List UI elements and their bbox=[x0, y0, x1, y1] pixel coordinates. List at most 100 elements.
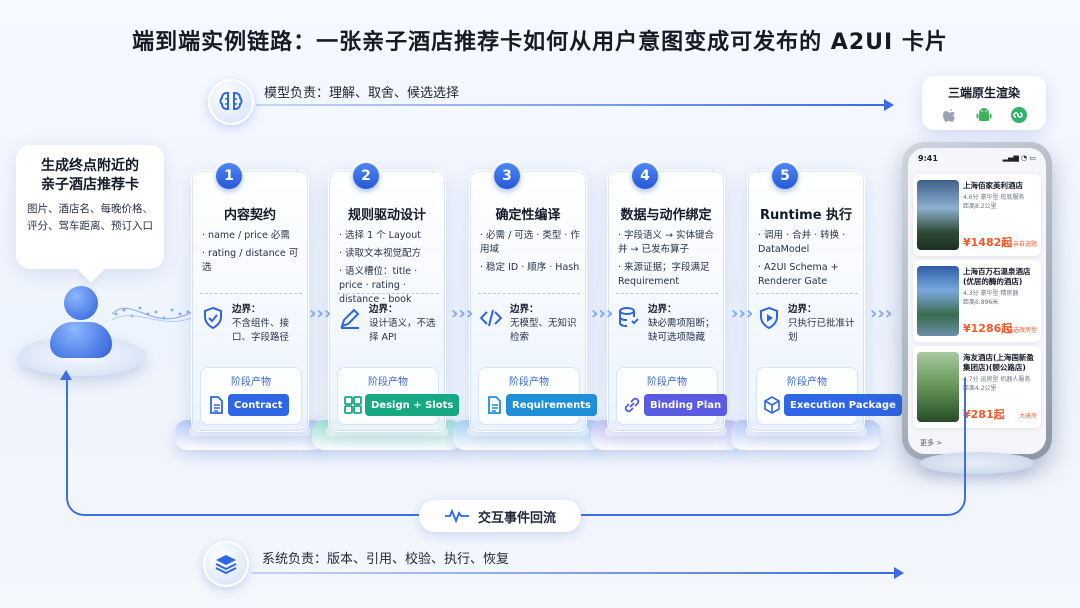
stage-number: 2 bbox=[353, 163, 379, 189]
user-request-bubble: 生成终点附近的 亲子酒店推荐卡 图片、酒店名、每晚价格、 评分、驾车距离、预订入… bbox=[16, 145, 164, 269]
user-request-title-2: 亲子酒店推荐卡 bbox=[41, 177, 139, 193]
stage-product-pill: Execution Package bbox=[784, 394, 902, 416]
stage-number: 4 bbox=[632, 163, 658, 189]
stage-bullets: name / price 必需 rating / distance 可选 bbox=[202, 229, 306, 279]
stage-title: 内容契约 bbox=[223, 208, 276, 223]
document-icon bbox=[206, 395, 226, 415]
shield-icon bbox=[200, 305, 226, 331]
stage-boundary: 边界： 设计语义，不选择 API bbox=[337, 301, 443, 359]
stage-product-label: 阶段产物 bbox=[787, 377, 827, 388]
user-avatar-body bbox=[50, 322, 112, 358]
hotel-name: 上海百万石温泉酒店(优居的酶的酒店) bbox=[963, 267, 1031, 286]
stage-bullet: name / price 必需 bbox=[202, 229, 306, 243]
more-link[interactable]: 更多 > bbox=[920, 439, 943, 447]
stage-bullet: 字段语义 → 实体键合并 → 已发布算子 bbox=[618, 229, 722, 257]
stage-bullets: 选择 1 个 Layout读取文本视觉配方语义槽位：title · price … bbox=[339, 229, 443, 311]
hotel-distance: 距离8.2公里 bbox=[963, 203, 997, 210]
flow-chevron: ››› bbox=[870, 303, 893, 324]
stage-number: 1 bbox=[216, 163, 242, 189]
stage-product-pill: Requirements bbox=[506, 394, 597, 416]
stage-product: 阶段产物 Requirements bbox=[478, 367, 597, 425]
stage-product-label: 阶段产物 bbox=[368, 377, 408, 388]
stage-bullet: 选择 1 个 Layout bbox=[339, 229, 443, 243]
stage-title: 确定性编译 bbox=[495, 208, 561, 223]
stage-bullet: 语义槽位：title · price · rating · distance ·… bbox=[339, 265, 443, 307]
cube-icon bbox=[762, 395, 782, 415]
pen-icon bbox=[337, 305, 363, 331]
phone-screen: 9:41 ▂▄▆ ◔ ▭ 上海佰家美利酒店 4.6分 豪华型 班底服务 距离8.… bbox=[908, 148, 1046, 454]
hotel-distance: 距离4.2公里 bbox=[963, 385, 997, 392]
stage-product-pill: Binding Plan bbox=[644, 394, 728, 416]
flow-chevron: ››› bbox=[451, 303, 474, 324]
brain-icon bbox=[208, 79, 254, 125]
system-flow-line bbox=[252, 572, 896, 574]
stage-bullets: 必需 / 可选 · 类型 · 作用域稳定 ID · 顺序 · Hash bbox=[480, 229, 584, 279]
stage-title: 规则驱动设计 bbox=[347, 208, 426, 223]
stage-boundary: 边界： 缺必需项阻断；缺可选项隐藏 bbox=[616, 301, 722, 359]
system-flow-arrow bbox=[894, 567, 904, 579]
hotel-rating: 4.7分 运房型 机器人服务 bbox=[963, 376, 1031, 383]
phone-mockup: 9:41 ▂▄▆ ◔ ▭ 上海佰家美利酒店 4.6分 豪华型 班底服务 距离8.… bbox=[902, 142, 1052, 460]
stage-card-2: 2 规则驱动设计 选择 1 个 Layout读取文本视觉配方语义槽位：title… bbox=[328, 163, 460, 432]
stage-card-4: 4 数据与动作绑定 字段语义 → 实体键合并 → 已发布算子来源证据；字段满足 … bbox=[607, 163, 728, 432]
stage-bullet: 来源证据；字段满足 Requirement bbox=[618, 261, 722, 289]
stage-product-label: 阶段产物 bbox=[647, 377, 687, 388]
miniprogram-icon bbox=[1011, 107, 1027, 123]
feedback-loop-line bbox=[66, 378, 966, 516]
stage-title: Runtime 执行 bbox=[759, 208, 853, 223]
page-title: 端到端实例链路：一张亲子酒店推荐卡如何从用户意图变成可发布的 A2UI 卡片 bbox=[132, 30, 948, 55]
stage-boundary-text: 只执行已批准计划 bbox=[788, 318, 855, 343]
user-request-title-1: 生成终点附近的 bbox=[41, 158, 139, 174]
stage-boundary-text: 不含组件、接口、字段路径 bbox=[232, 318, 290, 343]
user-request-desc-2: 评分、驾车距离、预订入口 bbox=[27, 220, 153, 232]
hotel-tag: 大床房 bbox=[1018, 413, 1037, 420]
stage-card-5: 5 Runtime 执行 调用 · 合并 · 转换 · DataModelA2U… bbox=[747, 163, 902, 432]
stage-divider bbox=[337, 293, 439, 294]
stage-boundary-label: 边界： bbox=[232, 304, 261, 315]
grid-icon bbox=[343, 395, 363, 415]
hotel-name: 上海佰家美利酒店 bbox=[963, 181, 1023, 190]
feedback-loop-pill: 交互事件回流 bbox=[419, 500, 581, 532]
hotel-name: 海友酒店(上海国新盈集团店)(颐公路店) bbox=[963, 353, 1034, 372]
model-flow-arrow bbox=[884, 99, 894, 111]
stage-product-label: 阶段产物 bbox=[231, 377, 271, 388]
stage-boundary-label: 边界： bbox=[788, 304, 817, 315]
status-time: 9:41 bbox=[918, 154, 938, 163]
stage-product-label: 阶段产物 bbox=[509, 377, 549, 388]
user-avatar bbox=[64, 286, 98, 320]
stage-boundary-text: 缺必需项阻断；缺可选项隐藏 bbox=[648, 318, 715, 343]
stage-boundary: 边界： 只执行已批准计划 bbox=[756, 301, 862, 359]
document-icon bbox=[484, 395, 504, 415]
status-icons: ▂▄▆ ◔ ▭ bbox=[1002, 154, 1036, 162]
android-icon bbox=[976, 108, 992, 121]
hotel-tag: 猫选改房型 bbox=[1006, 327, 1037, 334]
stage-number: 3 bbox=[494, 163, 520, 189]
stage-divider bbox=[200, 293, 302, 294]
hotel-image bbox=[917, 180, 959, 250]
stage-boundary-label: 边界： bbox=[510, 304, 539, 315]
flow-chevron: ››› bbox=[591, 303, 614, 324]
data-stream-icon bbox=[112, 306, 192, 322]
stage-bullet: 必需 / 可选 · 类型 · 作用域 bbox=[480, 229, 584, 257]
stage-bullet: A2UI Schema + Renderer Gate bbox=[758, 261, 862, 289]
hotel-card[interactable]: 上海百万石温泉酒店(优居的酶的酒店) 4.3分 豪华型 精房器 距离6.896米… bbox=[913, 260, 1041, 342]
hotel-card[interactable]: 海友酒店(上海国新盈集团店)(颐公路店) 4.7分 运房型 机器人服务 距离4.… bbox=[913, 346, 1041, 428]
link-icon bbox=[622, 395, 642, 415]
hotel-card[interactable]: 上海佰家美利酒店 4.6分 豪华型 班底服务 距离8.2公里 ¥1482起 亲子… bbox=[913, 174, 1041, 256]
stage-divider bbox=[616, 293, 718, 294]
stage-boundary: 边界： 无模型、无知识检索 bbox=[478, 301, 584, 359]
stage-bullet: rating / distance 可选 bbox=[202, 247, 306, 275]
stage-bullets: 字段语义 → 实体键合并 → 已发布算子来源证据；字段满足 Requiremen… bbox=[618, 229, 722, 293]
stage-product: 阶段产物 Execution Package bbox=[756, 367, 902, 425]
stage-boundary-label: 边界： bbox=[369, 304, 398, 315]
stage-card-1: 1 内容契约 name / price 必需 rating / distance … bbox=[191, 163, 309, 432]
layers-icon bbox=[203, 541, 249, 587]
flow-chevron: ››› bbox=[309, 303, 332, 324]
model-flow-line bbox=[256, 104, 886, 106]
hotel-price: ¥281起 bbox=[963, 408, 1005, 421]
stage-bullet: 调用 · 合并 · 转换 · DataModel bbox=[758, 229, 862, 257]
stage-bullets: 调用 · 合并 · 转换 · DataModelA2UI Schema + Re… bbox=[758, 229, 862, 293]
stage-boundary-label: 边界： bbox=[648, 304, 677, 315]
apple-icon bbox=[943, 109, 955, 122]
stage-product: 阶段产物 Binding Plan bbox=[616, 367, 728, 425]
